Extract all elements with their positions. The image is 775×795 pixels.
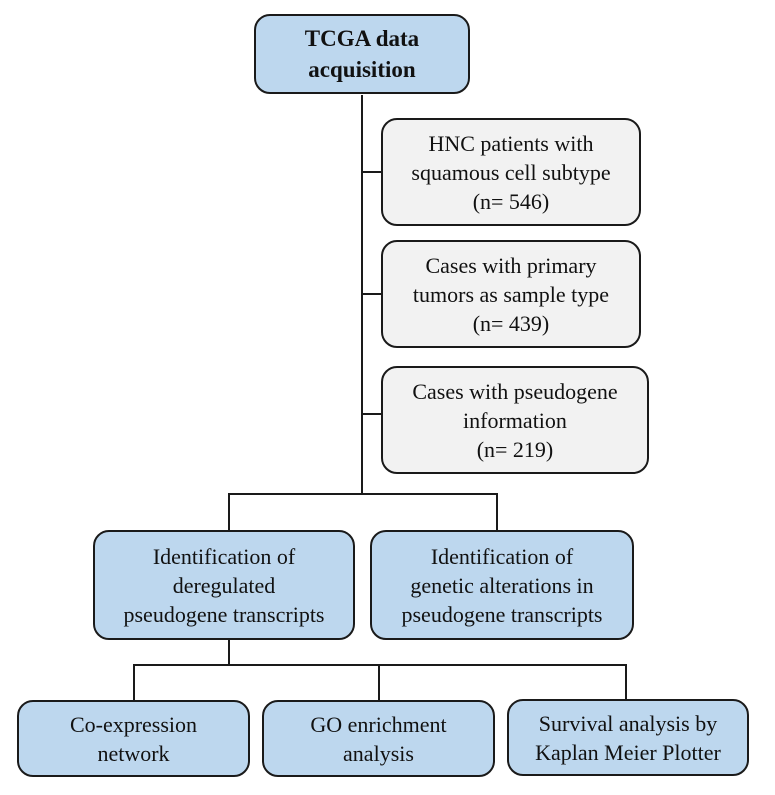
box-text-line: Co-expression [69, 711, 198, 737]
connector-filter-3 [361, 413, 381, 415]
box-text-line: acquisition [308, 57, 416, 82]
connector-analysis-2 [496, 493, 498, 530]
box-text-line: information [463, 407, 567, 433]
connector-analysis-1 [228, 493, 230, 530]
box-text-line: (n= 439) [472, 310, 550, 336]
box-text-line: network [97, 740, 170, 766]
downstream-box-survival-analysis: Survival analysis by Kaplan Meier Plotte… [507, 699, 749, 776]
box-text-line: tumors as sample type [412, 281, 610, 307]
box-text-line: Cases with primary [425, 252, 597, 278]
box-text-line: HNC patients with [428, 130, 594, 156]
box-text-line: pseudogene transcripts [123, 601, 325, 627]
connector-filter-1 [361, 171, 381, 173]
analysis-box-genetic-alterations: Identification of genetic alterations in… [370, 530, 634, 640]
box-text-line: pseudogene transcripts [401, 601, 603, 627]
box-text-line: Kaplan Meier Plotter [535, 739, 721, 765]
box-text-line: (n= 546) [472, 188, 550, 214]
box-text-line: Survival analysis by [538, 710, 718, 736]
connector-downstream-2 [378, 664, 380, 701]
connector-down-vertical [228, 640, 230, 664]
box-text-line: Identification of [430, 543, 574, 569]
box-text-line: Identification of [152, 543, 296, 569]
connector-downstream-3 [625, 664, 627, 700]
main-vertical-connector [361, 95, 363, 495]
connector-filter-2 [361, 293, 381, 295]
filter-box-pseudogene-info: Cases with pseudogene information (n= 21… [381, 366, 649, 474]
downstream-box-coexpression-network: Co-expression network [17, 700, 250, 777]
box-text-line: TCGA data [304, 26, 420, 51]
box-text-line: genetic alterations in [410, 572, 594, 598]
box-text-line: analysis [343, 740, 414, 766]
tcga-data-acquisition-box: TCGA data acquisition [254, 14, 470, 94]
box-text-line: (n= 219) [476, 436, 554, 462]
connector-downstream-1 [133, 664, 135, 701]
analysis-box-deregulated-transcripts: Identification of deregulated pseudogene… [93, 530, 355, 640]
box-text-line: Cases with pseudogene [412, 378, 618, 404]
box-text-line: deregulated [172, 572, 276, 598]
box-text-line: squamous cell subtype [411, 159, 611, 185]
box-text-line: GO enrichment [310, 711, 447, 737]
downstream-box-go-enrichment: GO enrichment analysis [262, 700, 495, 777]
filter-box-primary-tumors: Cases with primary tumors as sample type… [381, 240, 641, 348]
split-horizontal-connector [228, 493, 498, 495]
downstream-horizontal-connector [133, 664, 627, 666]
filter-box-hnc-patients: HNC patients with squamous cell subtype … [381, 118, 641, 226]
